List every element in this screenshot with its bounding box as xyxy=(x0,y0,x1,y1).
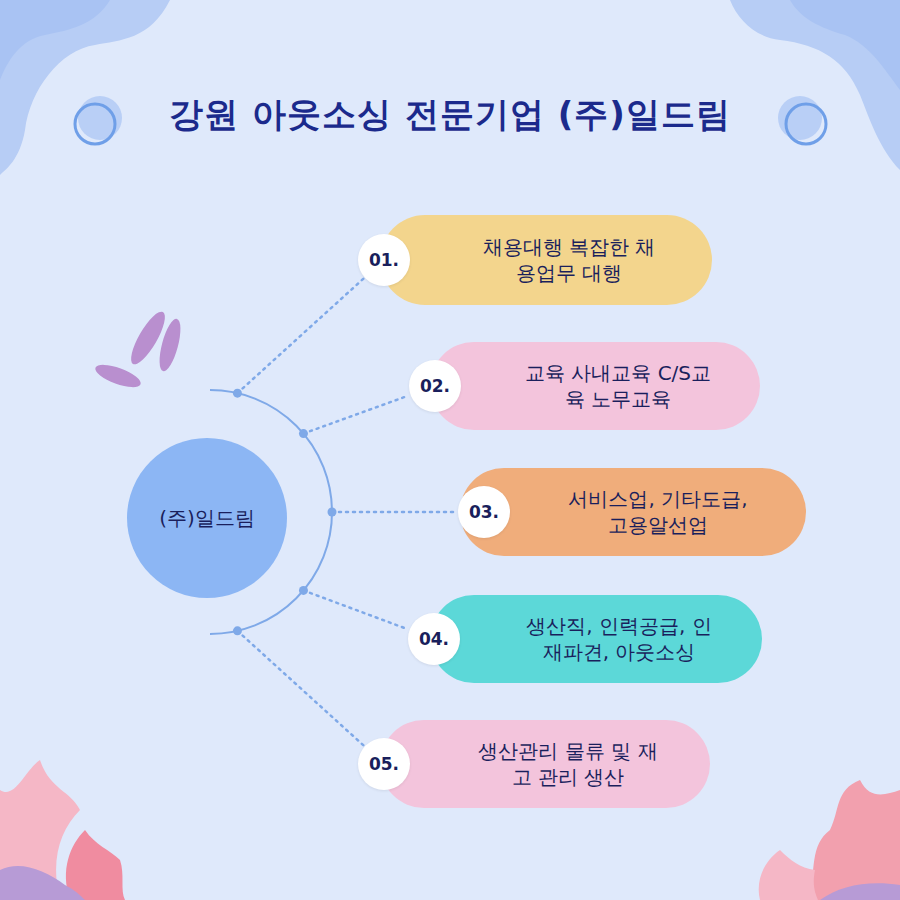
dotted-connector xyxy=(237,631,363,745)
center-circle: (주)일드림 xyxy=(127,438,287,598)
flower-leaf xyxy=(820,883,900,900)
corner-blob xyxy=(0,0,110,80)
corner-blob xyxy=(790,0,900,90)
title-circle xyxy=(778,96,822,140)
callout-circle: 03. xyxy=(458,486,510,538)
page-title: 강원 아웃소싱 전문기업 (주)일드림 xyxy=(0,92,900,138)
title-ring xyxy=(75,104,115,144)
flower-leaf xyxy=(0,866,85,900)
company-name: (주)일드림 xyxy=(159,505,255,531)
callout-number: 01. xyxy=(369,249,399,271)
service-pill: 채용대행 복잡한 채용업무 대행01. xyxy=(380,215,712,305)
callout-circle: 01. xyxy=(358,234,410,286)
flower-petal xyxy=(759,850,818,900)
callout-number: 05. xyxy=(369,753,399,775)
flower-petal xyxy=(810,780,900,900)
dotted-connector xyxy=(303,396,408,434)
service-text: 교육 사내교육 C/S교육 노무교육 xyxy=(523,360,713,412)
callout-number: 03. xyxy=(469,501,499,523)
flower-petal xyxy=(66,830,125,900)
arc-dot xyxy=(299,586,308,595)
service-text: 생산직, 인력공급, 인재파견, 아웃소싱 xyxy=(524,613,714,665)
dotted-connector xyxy=(332,511,456,514)
leaf-accent xyxy=(93,308,185,392)
service-pill: 생산관리 물류 및 재고 관리 생산05. xyxy=(380,720,710,808)
service-text: 생산관리 물류 및 재고 관리 생산 xyxy=(473,738,663,790)
arc-dot xyxy=(328,508,337,517)
corner-blob xyxy=(0,0,170,175)
service-pill: 교육 사내교육 C/S교육 노무교육02. xyxy=(430,342,760,430)
callout-circle: 04. xyxy=(408,613,460,665)
title-ring xyxy=(786,104,826,144)
service-pill: 서비스업, 기타도급, 고용알선업 03. xyxy=(460,468,806,556)
callout-number: 04. xyxy=(419,628,449,650)
service-pill: 생산직, 인력공급, 인재파견, 아웃소싱04. xyxy=(430,595,762,683)
callout-circle: 02. xyxy=(409,360,461,412)
callout-number: 02. xyxy=(420,375,450,397)
dotted-connector xyxy=(237,279,363,393)
arc-dot xyxy=(233,626,242,635)
service-text: 채용대행 복잡한 채용업무 대행 xyxy=(474,234,664,286)
service-text: 서비스업, 기타도급, 고용알선업 xyxy=(563,486,753,538)
arc-dot xyxy=(233,389,242,398)
dotted-connector xyxy=(303,590,407,629)
callout-circle: 05. xyxy=(358,738,410,790)
arc-dot xyxy=(299,429,308,438)
corner-blob xyxy=(730,0,900,170)
